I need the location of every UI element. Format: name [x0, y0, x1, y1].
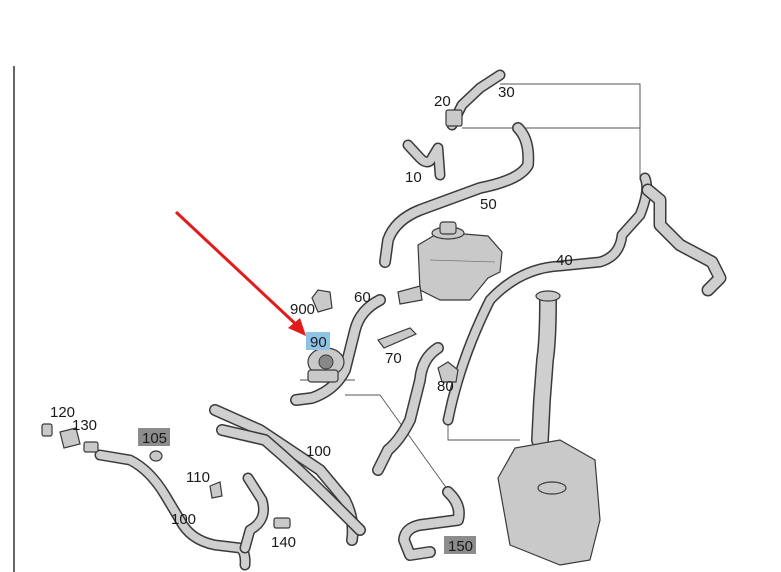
callout-90-highlight	[306, 332, 330, 350]
part-105-fitting	[149, 450, 163, 462]
callout-30: 30	[498, 84, 515, 101]
callout-150-box	[444, 536, 476, 554]
callout-100-right: 100	[306, 443, 331, 460]
callout-40: 40	[556, 252, 573, 269]
callout-60: 60	[354, 289, 371, 306]
callout-150: 150	[448, 538, 473, 555]
part-10-hose	[402, 139, 446, 181]
part-140-clamp	[273, 517, 291, 529]
callout-120: 120	[50, 404, 75, 421]
part-900-bracket	[311, 289, 333, 313]
part-40-hose	[442, 172, 653, 426]
part-150-hose	[398, 486, 465, 561]
part-70-clip	[377, 327, 418, 349]
callout-900: 900	[290, 301, 315, 318]
part-100-left-hose	[94, 449, 269, 571]
part-50-hose	[379, 122, 535, 268]
callout-50: 50	[480, 196, 497, 213]
callout-10: 10	[405, 169, 422, 186]
part-expansion-tank	[397, 221, 503, 305]
callout-80: 80	[437, 378, 454, 395]
part-100-hose-bundle	[209, 404, 366, 546]
red-arrow-icon	[174, 210, 306, 336]
callout-105-box	[138, 428, 170, 446]
callout-70: 70	[385, 350, 402, 367]
part-20-30-connector	[445, 69, 506, 131]
callout-140: 140	[271, 534, 296, 551]
part-110-clip	[209, 481, 223, 499]
part-60-hose	[290, 294, 386, 406]
callout-105: 105	[142, 430, 167, 447]
part-80-hose	[372, 342, 459, 476]
callout-130: 130	[72, 417, 97, 434]
callout-100-left: 100	[171, 511, 196, 528]
part-120-130-fittings	[41, 423, 99, 453]
part-90-pump	[307, 347, 345, 383]
part-reservoir	[497, 290, 601, 566]
callout-110: 110	[186, 469, 210, 486]
part-40-branch	[641, 183, 727, 297]
callout-20: 20	[434, 93, 451, 110]
callout-90: 90	[310, 334, 327, 351]
